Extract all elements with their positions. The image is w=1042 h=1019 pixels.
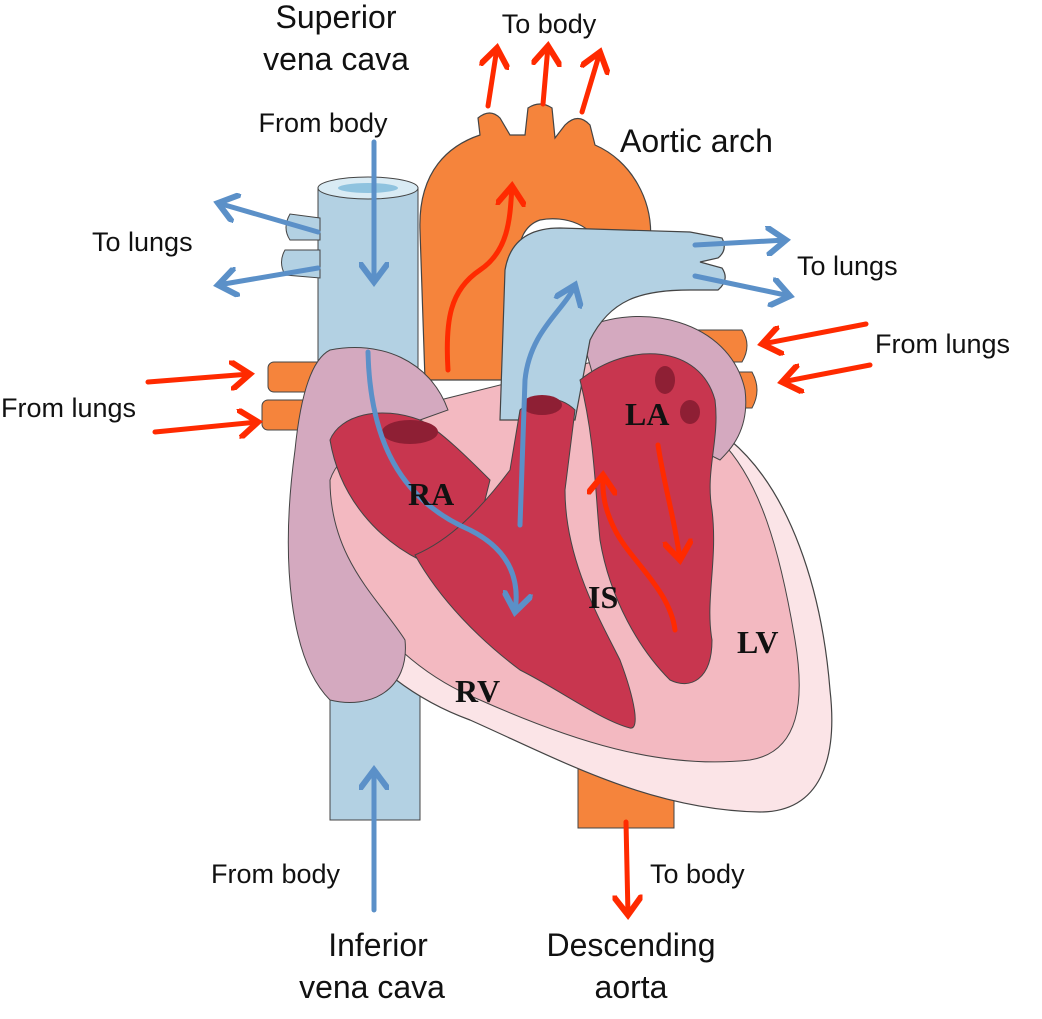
label-from-body-top: From body <box>258 108 388 138</box>
label-svc-line1: Superior <box>276 0 397 35</box>
pulmonary-valve-opening <box>522 395 562 415</box>
label-to-body-top: To body <box>502 9 597 39</box>
flow-arrow-ra-to-rv <box>365 349 516 612</box>
flow-arrow-to-body-2 <box>543 46 548 107</box>
flow-arrow-to-lungs-left-1 <box>218 203 321 235</box>
flow-arrow-rv-to-pulmonary <box>517 285 575 528</box>
label-svc-line2: vena cava <box>263 41 409 77</box>
flow-arrow-to-lungs-right-2 <box>692 273 790 296</box>
label-la: LA <box>625 396 669 432</box>
flow-arrow-aorta-up <box>444 186 512 373</box>
label-from-lungs-right: From lungs <box>875 329 1010 359</box>
label-ra: RA <box>408 476 454 512</box>
label-aortic-arch: Aortic arch <box>620 123 773 159</box>
flow-arrow-to-body-1 <box>488 48 497 109</box>
pulmonary-vein-opening-2 <box>680 400 700 424</box>
pulmonary-vein-opening <box>655 366 675 394</box>
flow-arrow-from-lungs-right-1 <box>762 321 869 344</box>
left-heart-chamber <box>579 353 717 685</box>
label-ivc-line2: vena cava <box>299 969 445 1005</box>
flow-arrow-from-lungs-left-2 <box>152 422 258 432</box>
right-ventricle-chamber <box>414 398 636 729</box>
label-from-body-bottom: From body <box>211 859 341 889</box>
pulmonary-trunk <box>499 227 726 421</box>
svc-lumen <box>338 183 398 193</box>
ra-valve-opening <box>382 420 438 444</box>
label-is: IS <box>588 579 618 615</box>
flow-arrow-descending-aorta <box>626 819 628 915</box>
label-from-lungs-left: From lungs <box>1 393 136 423</box>
flow-arrow-to-lungs-left-2 <box>218 265 321 285</box>
right-atrium-wall <box>287 347 449 703</box>
label-da-line2: aorta <box>595 969 668 1005</box>
label-da-line1: Descending <box>547 927 716 963</box>
flow-arrow-to-lungs-right-1 <box>692 240 786 245</box>
label-rv: RV <box>455 673 500 709</box>
flow-arrow-from-lungs-right-2 <box>782 362 873 382</box>
flow-arrow-to-body-3 <box>579 52 600 115</box>
flow-arrow-la-to-lv <box>655 442 680 560</box>
label-to-lungs-left: To lungs <box>92 227 193 257</box>
label-to-body-bottom: To body <box>650 859 745 889</box>
label-lv: LV <box>737 624 779 660</box>
flow-arrow-lv-to-aorta <box>603 475 678 633</box>
label-to-lungs-right: To lungs <box>797 251 898 281</box>
aortic-arch <box>419 103 652 381</box>
flow-arrow-from-lungs-left-1 <box>145 374 250 382</box>
label-ivc-line1: Inferior <box>328 927 428 963</box>
